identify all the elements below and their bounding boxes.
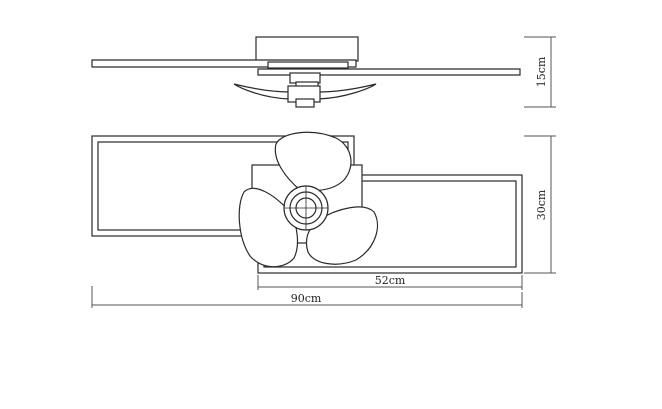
- blade-top: [274, 131, 352, 192]
- hub-cap: [295, 98, 315, 108]
- side-view: [91, 36, 521, 108]
- hub-top: [283, 185, 329, 231]
- blade-left-profile: [233, 83, 291, 100]
- right-panel-plate: [257, 68, 521, 76]
- blade-left: [238, 187, 299, 268]
- dim-height-side: [524, 36, 556, 108]
- dim-total-width: [91, 286, 523, 308]
- total-width-label: 90cm: [291, 292, 322, 305]
- canopy-box: [255, 36, 359, 62]
- mount-bracket: [267, 61, 349, 69]
- height-side-label: 15cm: [535, 56, 548, 87]
- dim-height-top: [524, 135, 556, 274]
- height-top-label: 30cm: [535, 189, 548, 220]
- dim-inner-width: [257, 275, 523, 290]
- inner-width-label: 52cm: [375, 274, 406, 287]
- blade-right-profile: [317, 83, 377, 100]
